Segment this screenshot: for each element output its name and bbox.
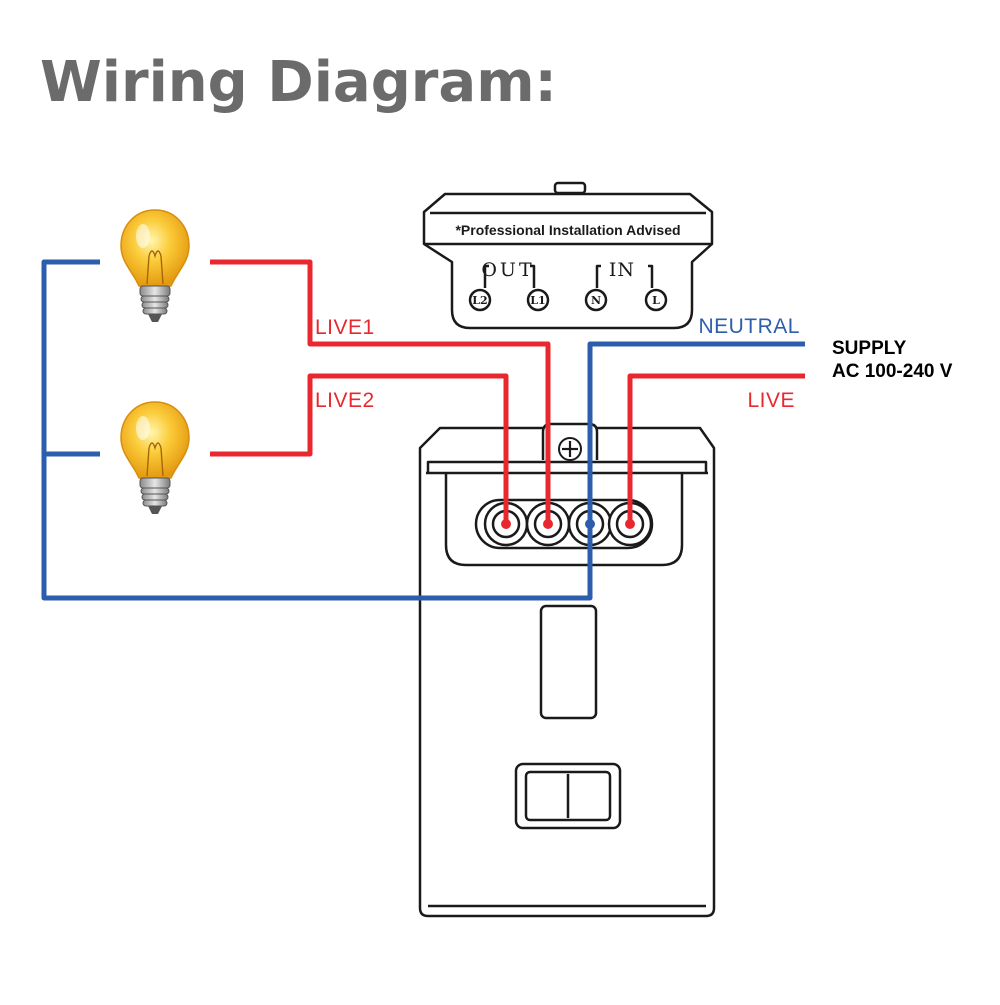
top-notch <box>553 181 587 195</box>
screw-icon <box>558 437 582 461</box>
device-top-view: *Professional Installation Advised OUT I… <box>422 181 714 330</box>
live1-wire <box>210 259 551 524</box>
terminal-l: L <box>644 288 668 312</box>
light-bulb-icon <box>120 209 190 323</box>
supply-label: SUPPLY <box>832 338 907 359</box>
terminal-l2: L2 <box>468 288 492 312</box>
terminal-l1: L1 <box>526 288 550 312</box>
live2-label: LIVE2 <box>315 389 375 412</box>
light-bulb-icon <box>120 401 190 515</box>
terminal-n: N <box>584 288 608 312</box>
page-title: Wiring Diagram: <box>40 50 557 115</box>
supply-voltage: AC 100-240 V <box>832 361 953 382</box>
svg-text:L1: L1 <box>530 294 545 307</box>
neutral-wires <box>41 259 805 601</box>
svg-text:N: N <box>591 294 601 307</box>
neutral-label: NEUTRAL <box>698 315 800 338</box>
live1-label: LIVE1 <box>315 316 375 339</box>
svg-text:L2: L2 <box>472 294 487 307</box>
wire-ends <box>501 519 635 529</box>
neutral-wire <box>41 259 805 601</box>
svg-text:L: L <box>652 294 660 307</box>
device-body <box>418 422 716 918</box>
live-wires <box>210 259 805 524</box>
live2-wire <box>210 373 509 524</box>
out-label: OUT <box>481 259 534 281</box>
live-label: LIVE <box>747 389 795 412</box>
installation-note: *Professional Installation Advised <box>455 222 680 238</box>
in-label: IN <box>609 259 635 281</box>
live-wire <box>627 373 805 524</box>
indicator-window <box>539 604 598 720</box>
